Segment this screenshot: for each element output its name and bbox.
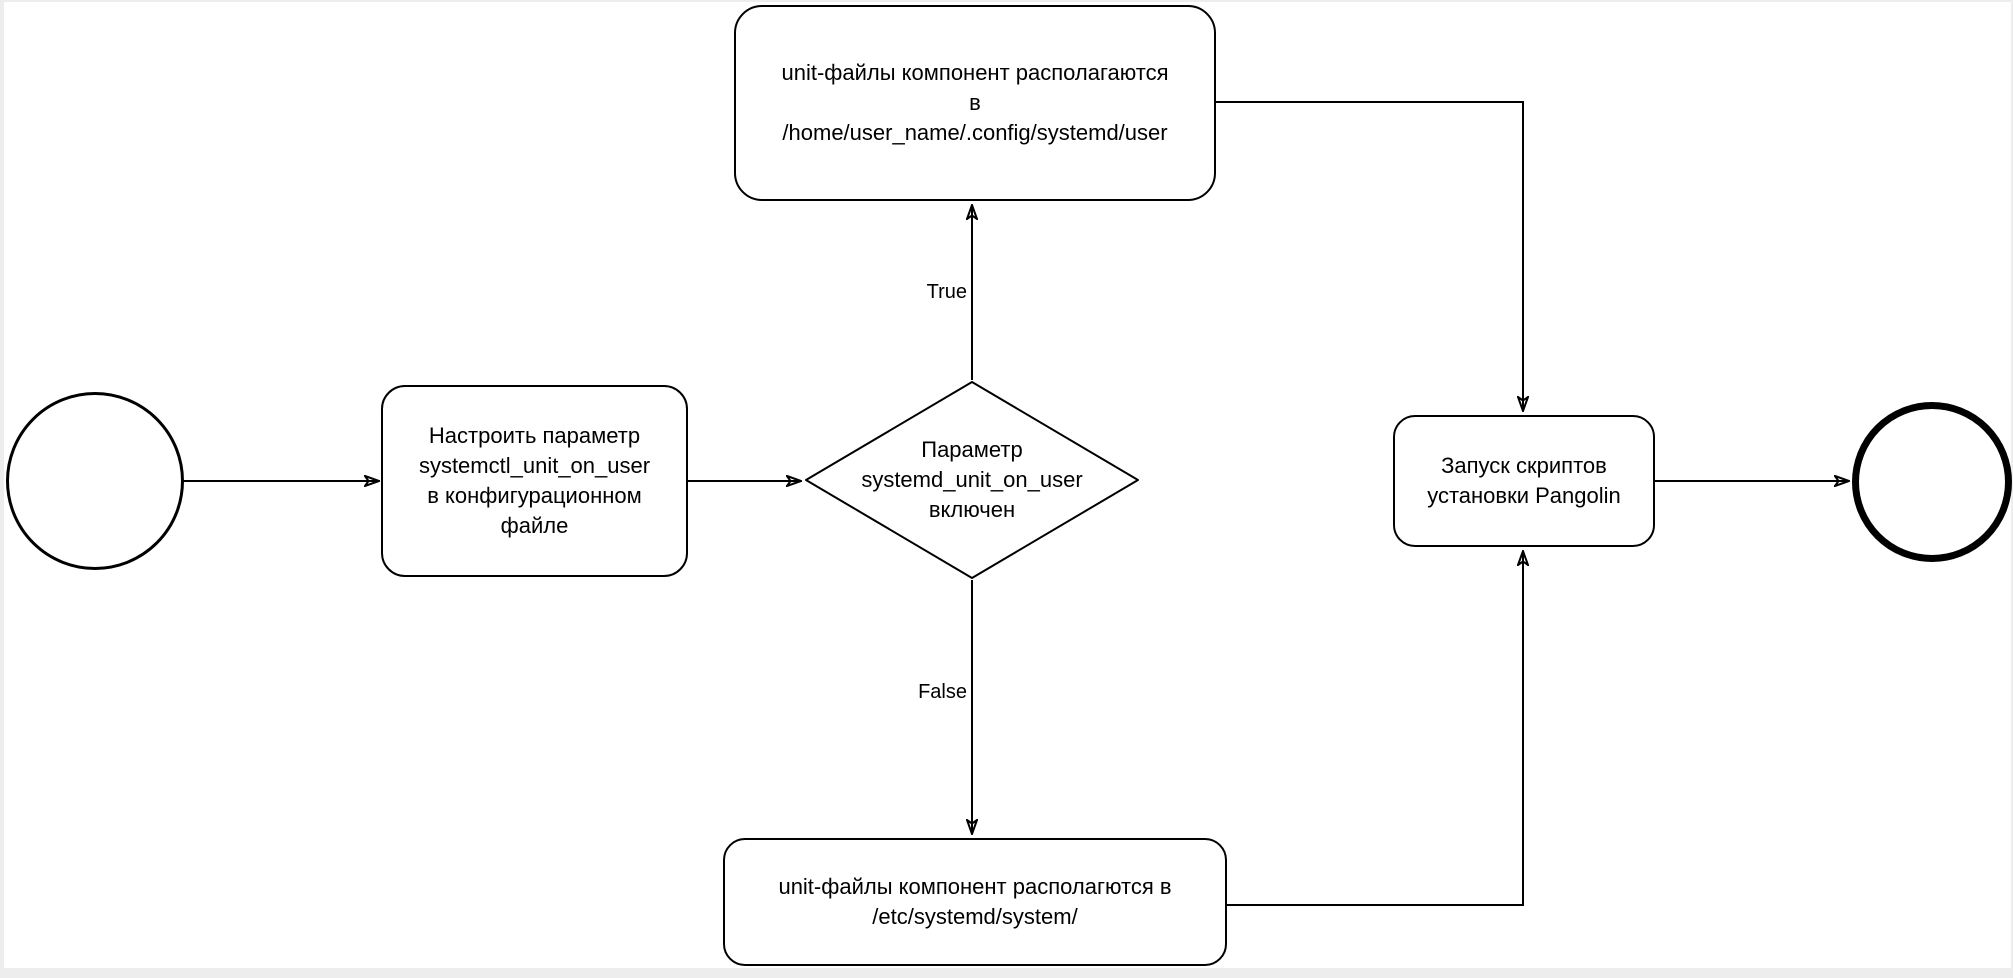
configure-parameter-node: Настроить параметр systemctl_unit_on_use… bbox=[381, 385, 688, 577]
node-label: Параметр systemd_unit_on_user включен bbox=[861, 437, 1083, 522]
decision-node: Параметр systemd_unit_on_user включен bbox=[804, 380, 1140, 580]
true-edge-label: True bbox=[889, 279, 967, 305]
node-label: unit-файлы компонент располагаются в /ho… bbox=[781, 60, 1169, 145]
run-scripts-node: Запуск скриптов установки Pangolin bbox=[1393, 415, 1655, 547]
system-unit-path-node: unit-файлы компонент располагются в /etc… bbox=[723, 838, 1227, 966]
node-label: Запуск скриптов установки Pangolin bbox=[1427, 453, 1621, 508]
end-node bbox=[1852, 402, 2012, 562]
false-edge-label: False bbox=[889, 679, 967, 705]
start-node bbox=[6, 392, 184, 570]
diamond-shape bbox=[805, 381, 1139, 579]
node-label: unit-файлы компонент располагются в /etc… bbox=[778, 874, 1172, 929]
user-unit-path-node: unit-файлы компонент располагаются в /ho… bbox=[734, 5, 1216, 201]
node-label: Настроить параметр systemctl_unit_on_use… bbox=[418, 423, 651, 538]
